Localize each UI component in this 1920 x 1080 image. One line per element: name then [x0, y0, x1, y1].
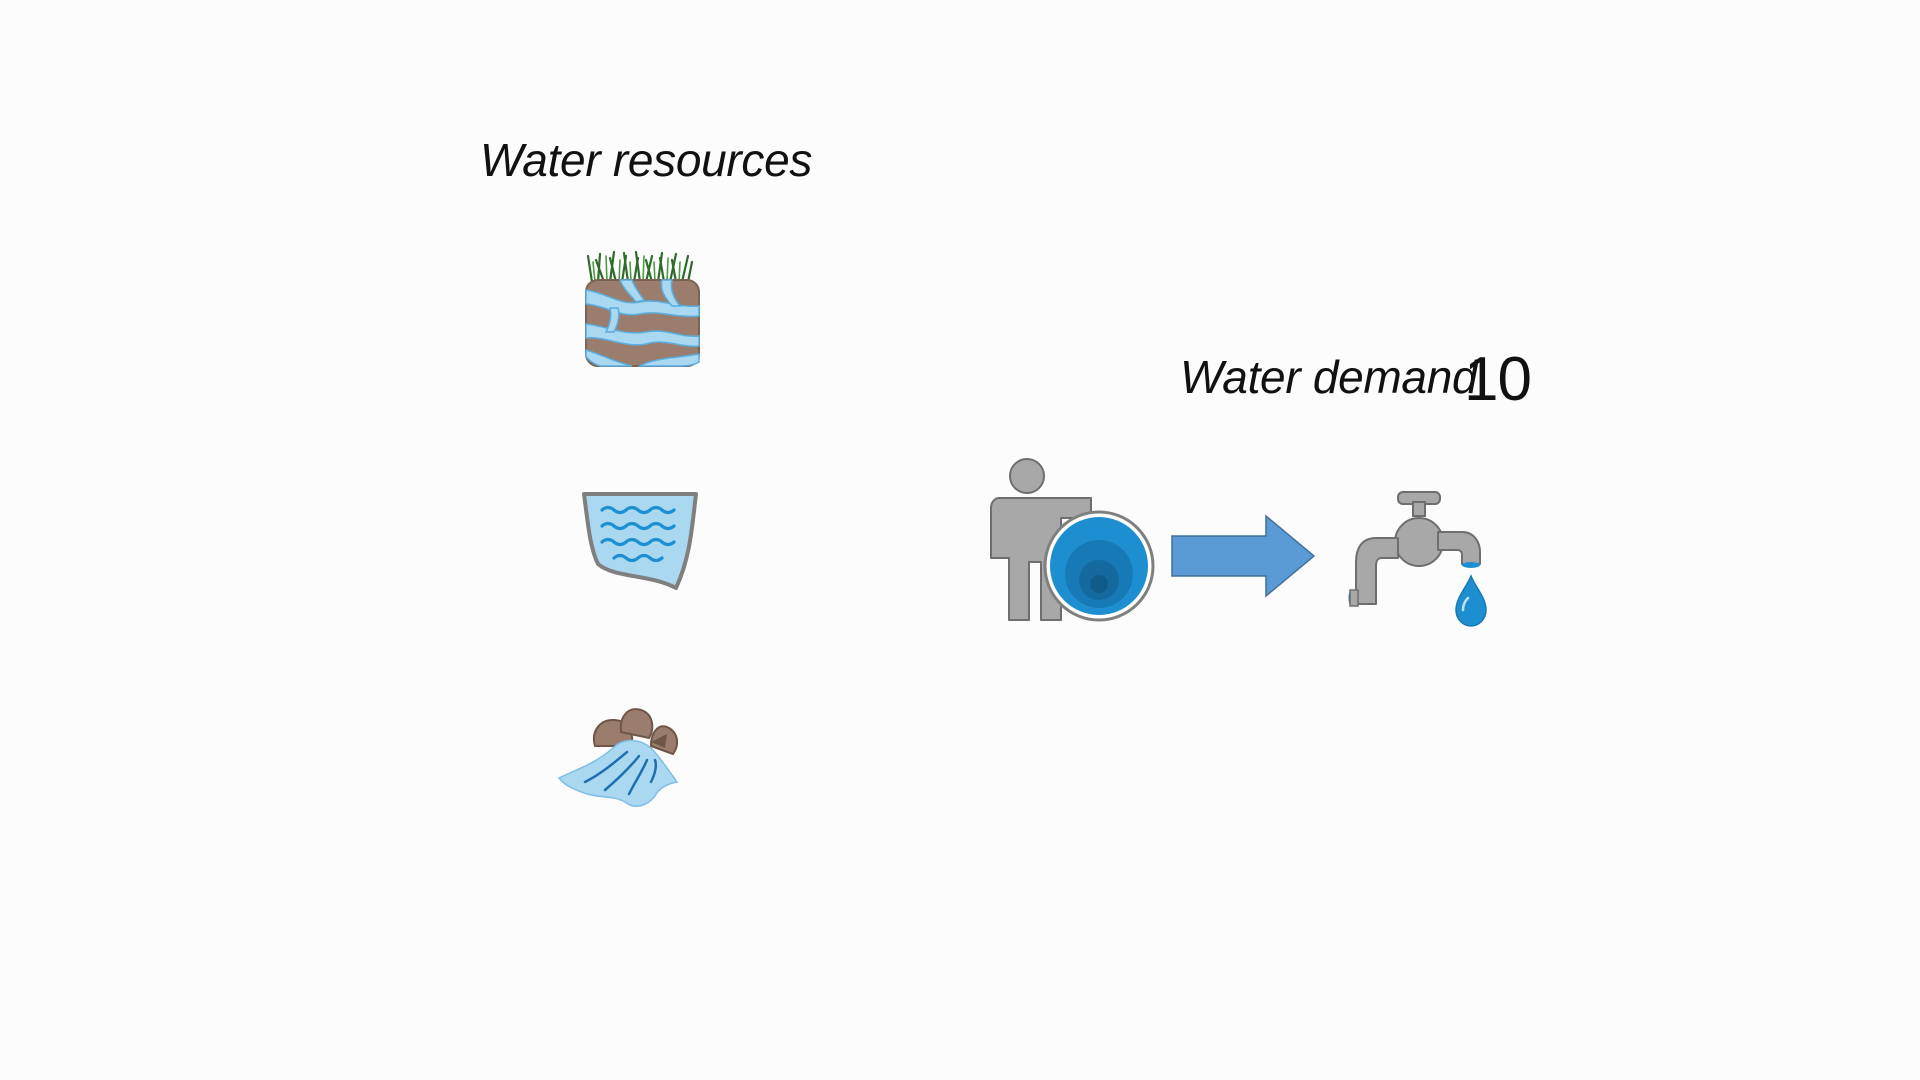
water-resources-title: Water resources	[480, 134, 813, 186]
groundwater-icon	[580, 250, 705, 370]
reservoir-icon	[580, 488, 700, 593]
water-demand-title: Water demand	[1180, 351, 1478, 403]
river-icon	[555, 698, 697, 814]
water-demand-value: 10	[1464, 345, 1532, 414]
water-tap-icon	[1342, 488, 1490, 628]
water-user-icon	[985, 458, 1157, 624]
right-arrow-icon	[1170, 514, 1316, 598]
